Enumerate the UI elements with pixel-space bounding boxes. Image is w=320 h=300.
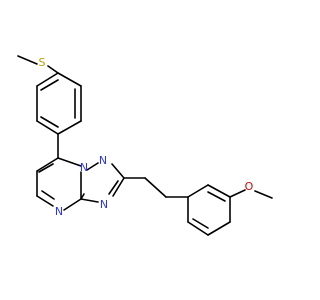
bond-tri-c [112,177,125,197]
nitrogen-atom-label-2: N [99,154,107,167]
bond-tri-c-inner [108,180,119,195]
sulfur-atom-label: S [39,56,46,69]
bond-pyr-a [36,157,59,172]
bond-ph1-f-inner [40,79,59,91]
bond-linker-b [144,177,167,198]
bond-tri-b [111,163,125,179]
bond-pyr-c-inner [41,190,55,200]
oxygen-atom-label: O [245,180,254,193]
bond-ph1-f [36,72,59,87]
bond-o-methyl [254,190,273,199]
bond-pyr-d [63,198,82,211]
bond-ph2-d [207,221,231,236]
bond-ph1-d [36,120,59,135]
atom-labels: S O N N N N [39,56,254,218]
bonds [17,55,273,236]
bond-s-ring [47,65,59,74]
bond-ph2-e [187,221,209,236]
bond-ph2-a [187,184,209,198]
bond-tri-a [86,162,99,171]
bond-pyr-c [36,195,54,207]
bond-ph1-c [57,120,82,135]
bond-ph1-a [57,72,82,87]
nitrogen-atom-label-1: N [80,161,88,174]
bond-tri-d [80,198,99,203]
molecule-structure: S O N N N N [0,0,300,300]
bond-ph2-b [207,184,231,198]
background [0,0,300,300]
bond-ph2-e-inner [192,218,209,229]
bond-pyr-f [57,157,82,167]
bond-ph1-d-inner [40,116,59,128]
bond-pyr-a-inner [38,163,54,173]
bond-methyl-s [17,55,38,65]
bond-ph2-o [229,189,246,198]
bond-tri-d-inner [80,193,85,200]
bond-ph2-b-inner [207,191,226,202]
nitrogen-atom-label-4: N [100,198,108,211]
nitrogen-atom-label-3: N [55,205,63,218]
